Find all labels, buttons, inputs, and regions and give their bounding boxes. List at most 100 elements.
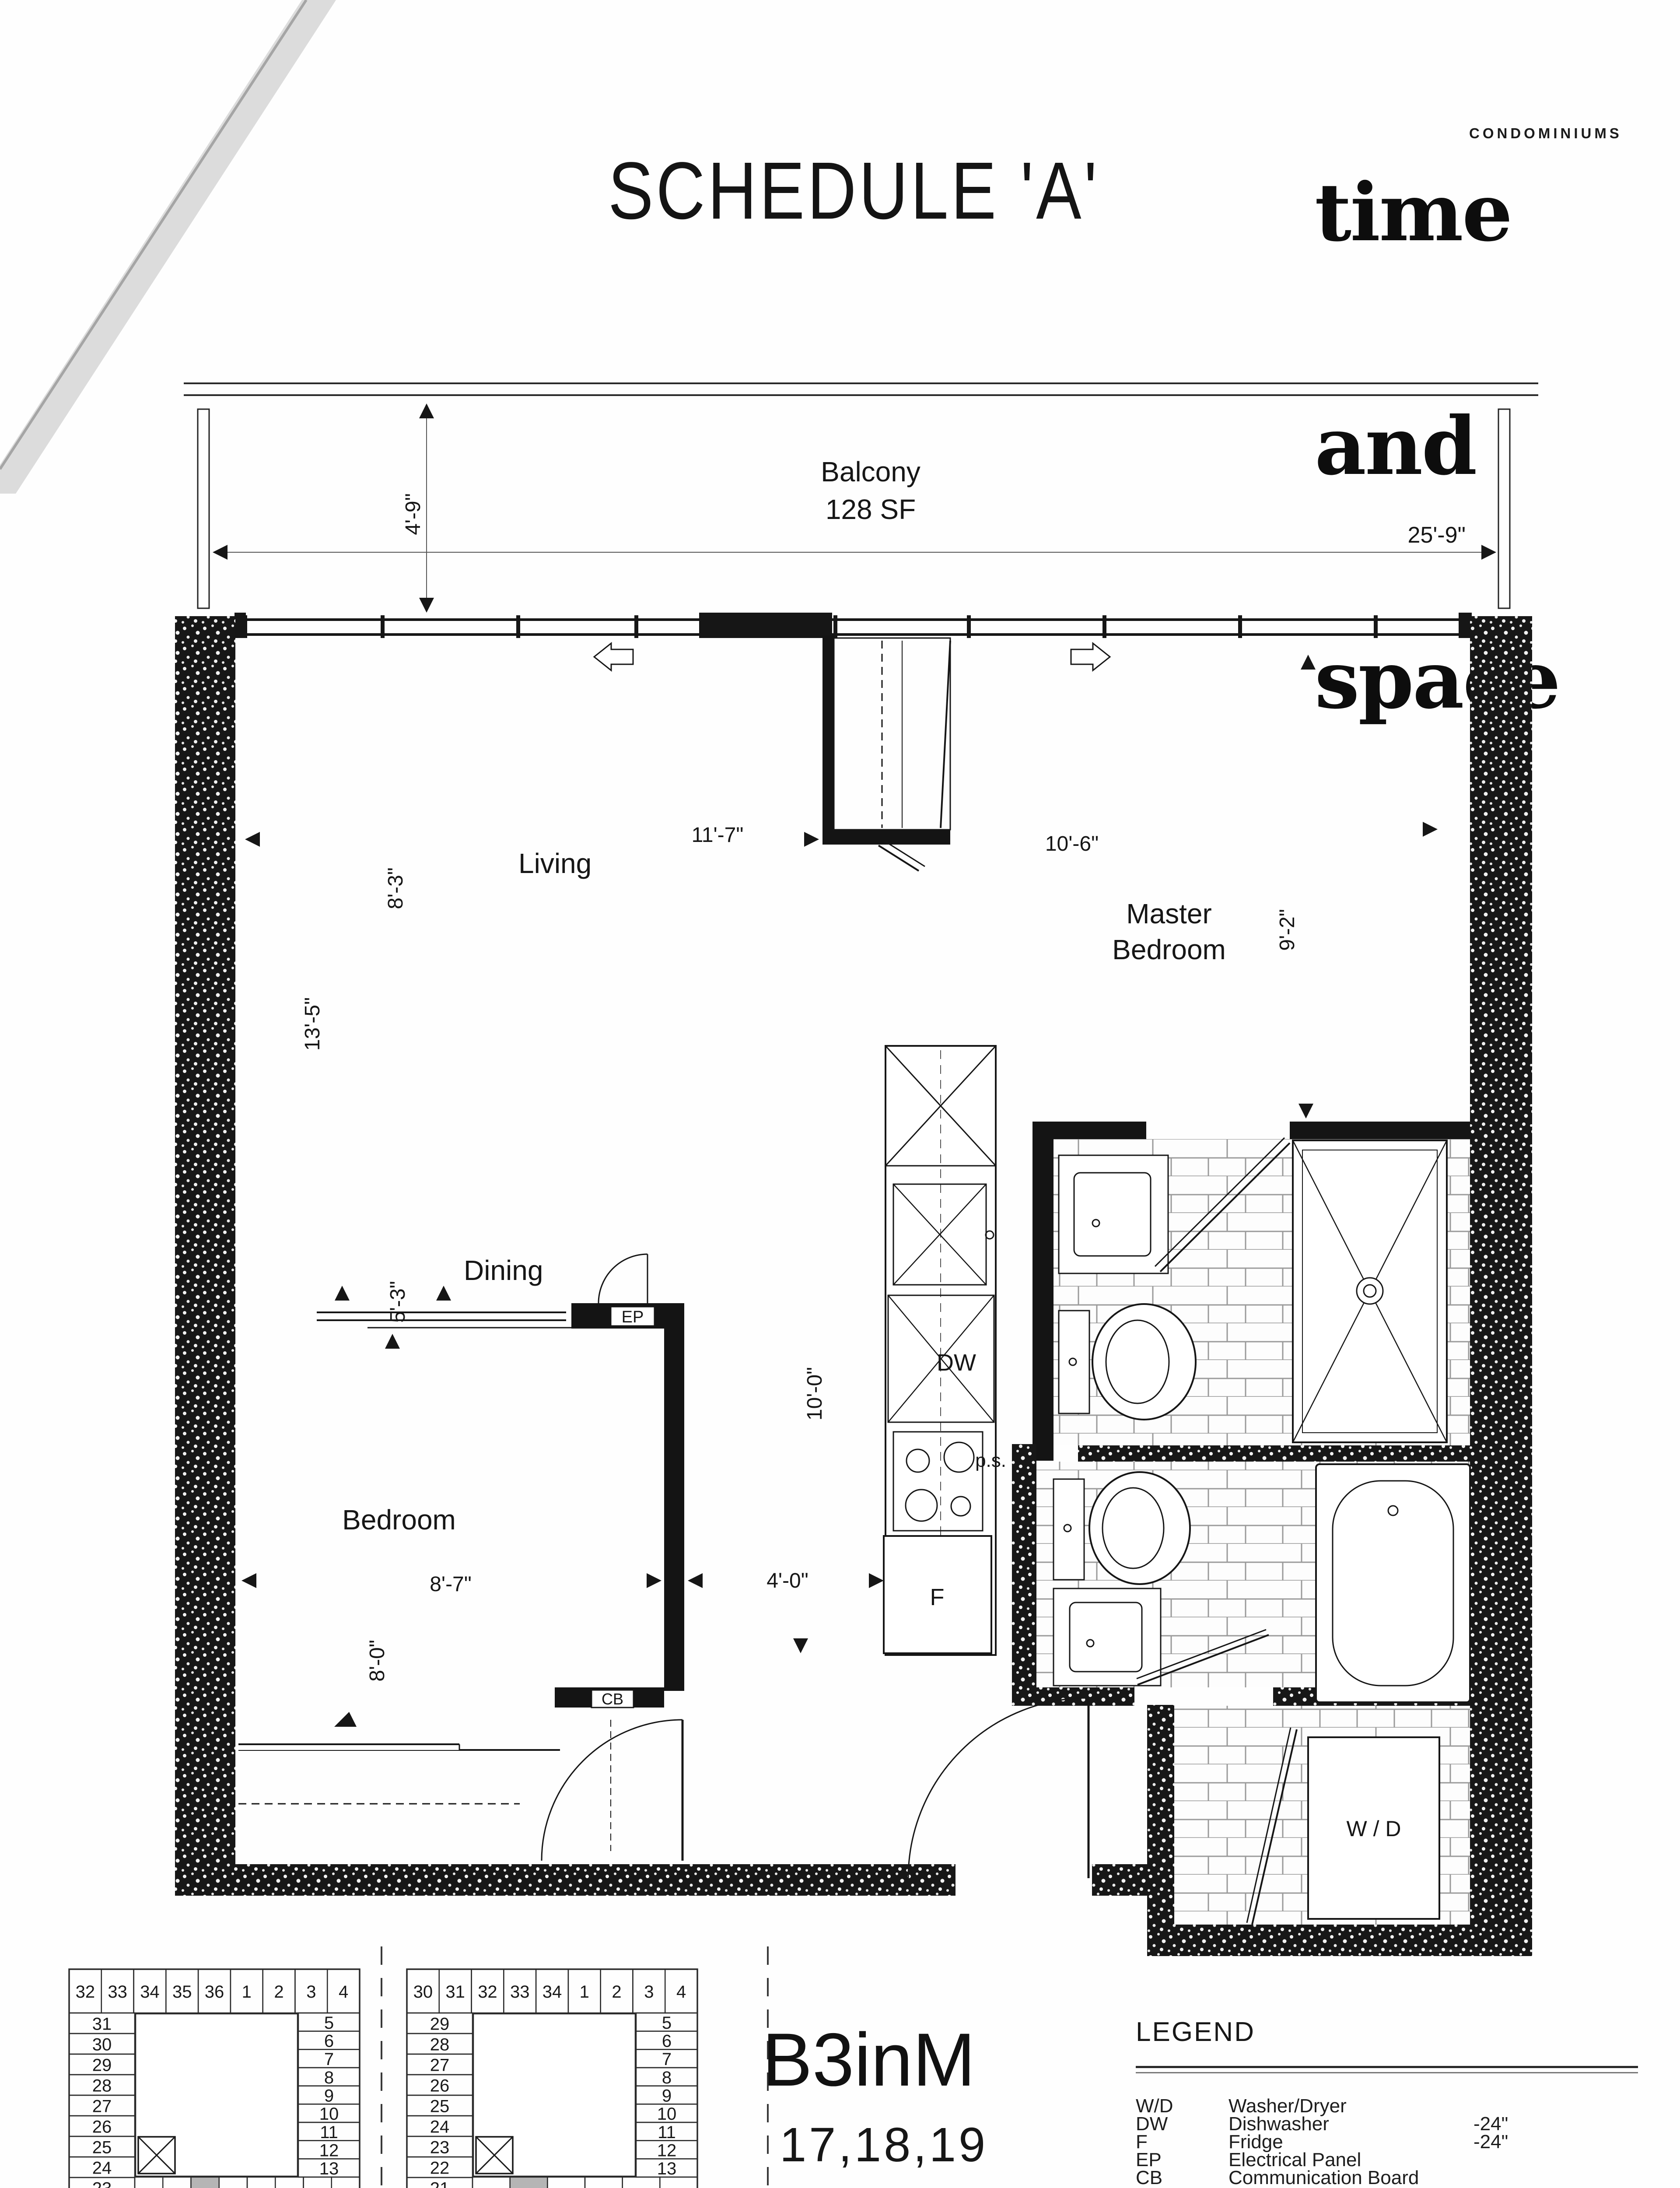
keyplan-unit-number: 11 xyxy=(320,2123,338,2142)
dim-arrow-right-icon xyxy=(1481,545,1496,560)
legend-row: DW Dishwasher -24" xyxy=(1136,2113,1638,2135)
pipe-space-label: p.s. xyxy=(975,1450,1006,1471)
communication-board-label: CB xyxy=(602,1690,623,1708)
keyplan-unit-number: 2 xyxy=(612,1982,621,2002)
keyplan-unit-number: 10 xyxy=(657,2104,677,2124)
room-label-dining: Dining xyxy=(464,1255,543,1286)
legend-row: EP Electrical Panel xyxy=(1136,2149,1638,2170)
keyplan-unit-number: 4 xyxy=(339,1982,348,2002)
keyplan-unit-number: 13 xyxy=(657,2159,677,2178)
dim-hall-width: 4'-0" xyxy=(766,1569,808,1592)
keyplan-unit-number: 29 xyxy=(92,2056,112,2075)
keyplan-unit-number: 31 xyxy=(92,2015,112,2034)
communication-board-box xyxy=(591,1689,634,1708)
keyplan-unit-number: 35 xyxy=(172,1982,192,2002)
dim-master-depth: 9'-2" xyxy=(1276,909,1299,951)
dim-bedroom-depth: 8'-0" xyxy=(366,1640,389,1682)
keyplan-unit-number: 26 xyxy=(92,2118,112,2137)
keyplan-unit-number: 30 xyxy=(413,1982,433,2002)
legend-desc: Communication Board xyxy=(1228,2167,1419,2188)
dim-living-d1: 8'-3" xyxy=(384,867,407,909)
walls xyxy=(175,616,1532,1956)
brand-tagline: CONDOMINIUMS xyxy=(1469,125,1622,141)
unit-numbers: 17,18,19 xyxy=(780,2118,988,2172)
slider-arrow-right-icon xyxy=(1070,642,1111,672)
keyplan-unit-number: 12 xyxy=(319,2141,339,2160)
balcony-label: Balcony xyxy=(821,456,920,487)
keyplan-unit-number: 5 xyxy=(662,2013,672,2033)
unit-model: B3inM xyxy=(762,2018,976,2102)
keyplan-unit-number: 4 xyxy=(676,1982,686,2002)
legend-desc: Fridge xyxy=(1228,2131,1283,2153)
keyplan-unit-number: 9 xyxy=(662,2086,672,2106)
electrical-panel-label: EP xyxy=(622,1308,644,1326)
room-label-bedroom: Bedroom xyxy=(342,1504,456,1536)
legend-size: -24" xyxy=(1474,2113,1508,2135)
slider-arrow-left-icon xyxy=(593,642,634,672)
keyplan-unit-number: 12 xyxy=(657,2141,677,2160)
room-label-master-1: Master xyxy=(1126,898,1212,929)
legend-desc: Washer/Dryer xyxy=(1228,2095,1347,2117)
dim-dining: 5'-3" xyxy=(386,1281,410,1323)
keyplan-unit-number: 7 xyxy=(324,2050,334,2069)
legend-row: W.I.CWalk-In Closet xyxy=(1136,2186,1638,2188)
keyplan-unit-number: 3 xyxy=(644,1982,654,2002)
keyplan-unit-number: 33 xyxy=(510,1982,530,2002)
legend-desc: Dishwasher xyxy=(1228,2113,1329,2135)
room-label-master-2: Bedroom xyxy=(1112,934,1226,965)
legend-desc: Electrical Panel xyxy=(1228,2149,1362,2170)
legend-abbr: EP xyxy=(1136,2149,1162,2170)
keyplan-unit-number: 11 xyxy=(658,2123,676,2142)
keyplan-unit-number: 34 xyxy=(542,1982,562,2002)
keyplan-unit-number: 26 xyxy=(430,2076,450,2096)
dim-arrow-up-icon xyxy=(419,403,434,418)
dim-balcony-width: 25'-9" xyxy=(1408,522,1466,548)
keyplan-unit-number: 1 xyxy=(242,1982,252,2002)
dim-balcony-depth: 4'-9" xyxy=(402,493,425,535)
keyplan-unit-number: 34 xyxy=(140,1982,160,2002)
laundry-closet xyxy=(1174,1706,1470,1925)
legend-desc: Walk-In Closet xyxy=(1228,2186,1474,2188)
keyplan-unit-number: 36 xyxy=(205,1982,224,2002)
legend-rule xyxy=(1136,2066,1638,2073)
keyplan-unit-number: 23 xyxy=(92,2179,112,2188)
keyplan-unit-number: 21 xyxy=(430,2179,450,2188)
keyplan-unit-number: 24 xyxy=(430,2118,450,2137)
keyplan-unit-number: 22 xyxy=(430,2159,450,2178)
dishwasher-label: DW xyxy=(937,1350,976,1376)
keyplan-unit-number: 2 xyxy=(274,1982,284,2002)
keyplan-unit-number: 25 xyxy=(430,2097,450,2116)
brand-logo-line1: time xyxy=(1315,165,1513,259)
keyplan-unit-number: 3 xyxy=(306,1982,316,2002)
keyplan-unit-number: 24 xyxy=(92,2159,112,2178)
keyplans-section: 3233343536123431302928272625242322567891… xyxy=(68,1946,769,2188)
keyplan-unit-number: 28 xyxy=(92,2076,112,2096)
dim-bedroom-width: 8'-7" xyxy=(430,1573,472,1596)
keyplan-unit-number: 28 xyxy=(430,2035,450,2055)
window-wall xyxy=(234,613,1472,672)
keyplan-unit-number: 6 xyxy=(662,2032,672,2051)
page-title: SCHEDULE 'A' xyxy=(608,145,1100,236)
brand-logo-line2: and xyxy=(1315,399,1477,493)
dim-arrow-left-icon xyxy=(213,545,228,560)
electrical-panel-box xyxy=(610,1306,655,1327)
main-bath xyxy=(1036,1462,1471,1703)
legend-abbr: W.I.C xyxy=(1136,2186,1228,2188)
legend-abbr: F xyxy=(1136,2131,1148,2153)
dim-master-width: 10'-6" xyxy=(1045,832,1099,856)
keyplan-unit-number: 27 xyxy=(430,2056,450,2075)
keyplan-unit-number: 30 xyxy=(92,2035,112,2055)
walk-in-closet xyxy=(822,635,951,872)
fridge-label: F xyxy=(930,1584,945,1610)
room-label-living: Living xyxy=(518,848,592,879)
keyplan-unit-number: 10 xyxy=(319,2104,339,2124)
keyplan-unit-number: 27 xyxy=(92,2097,112,2116)
keyplan-unit-number: 8 xyxy=(324,2068,334,2087)
legend-abbr: DW xyxy=(1136,2113,1168,2135)
